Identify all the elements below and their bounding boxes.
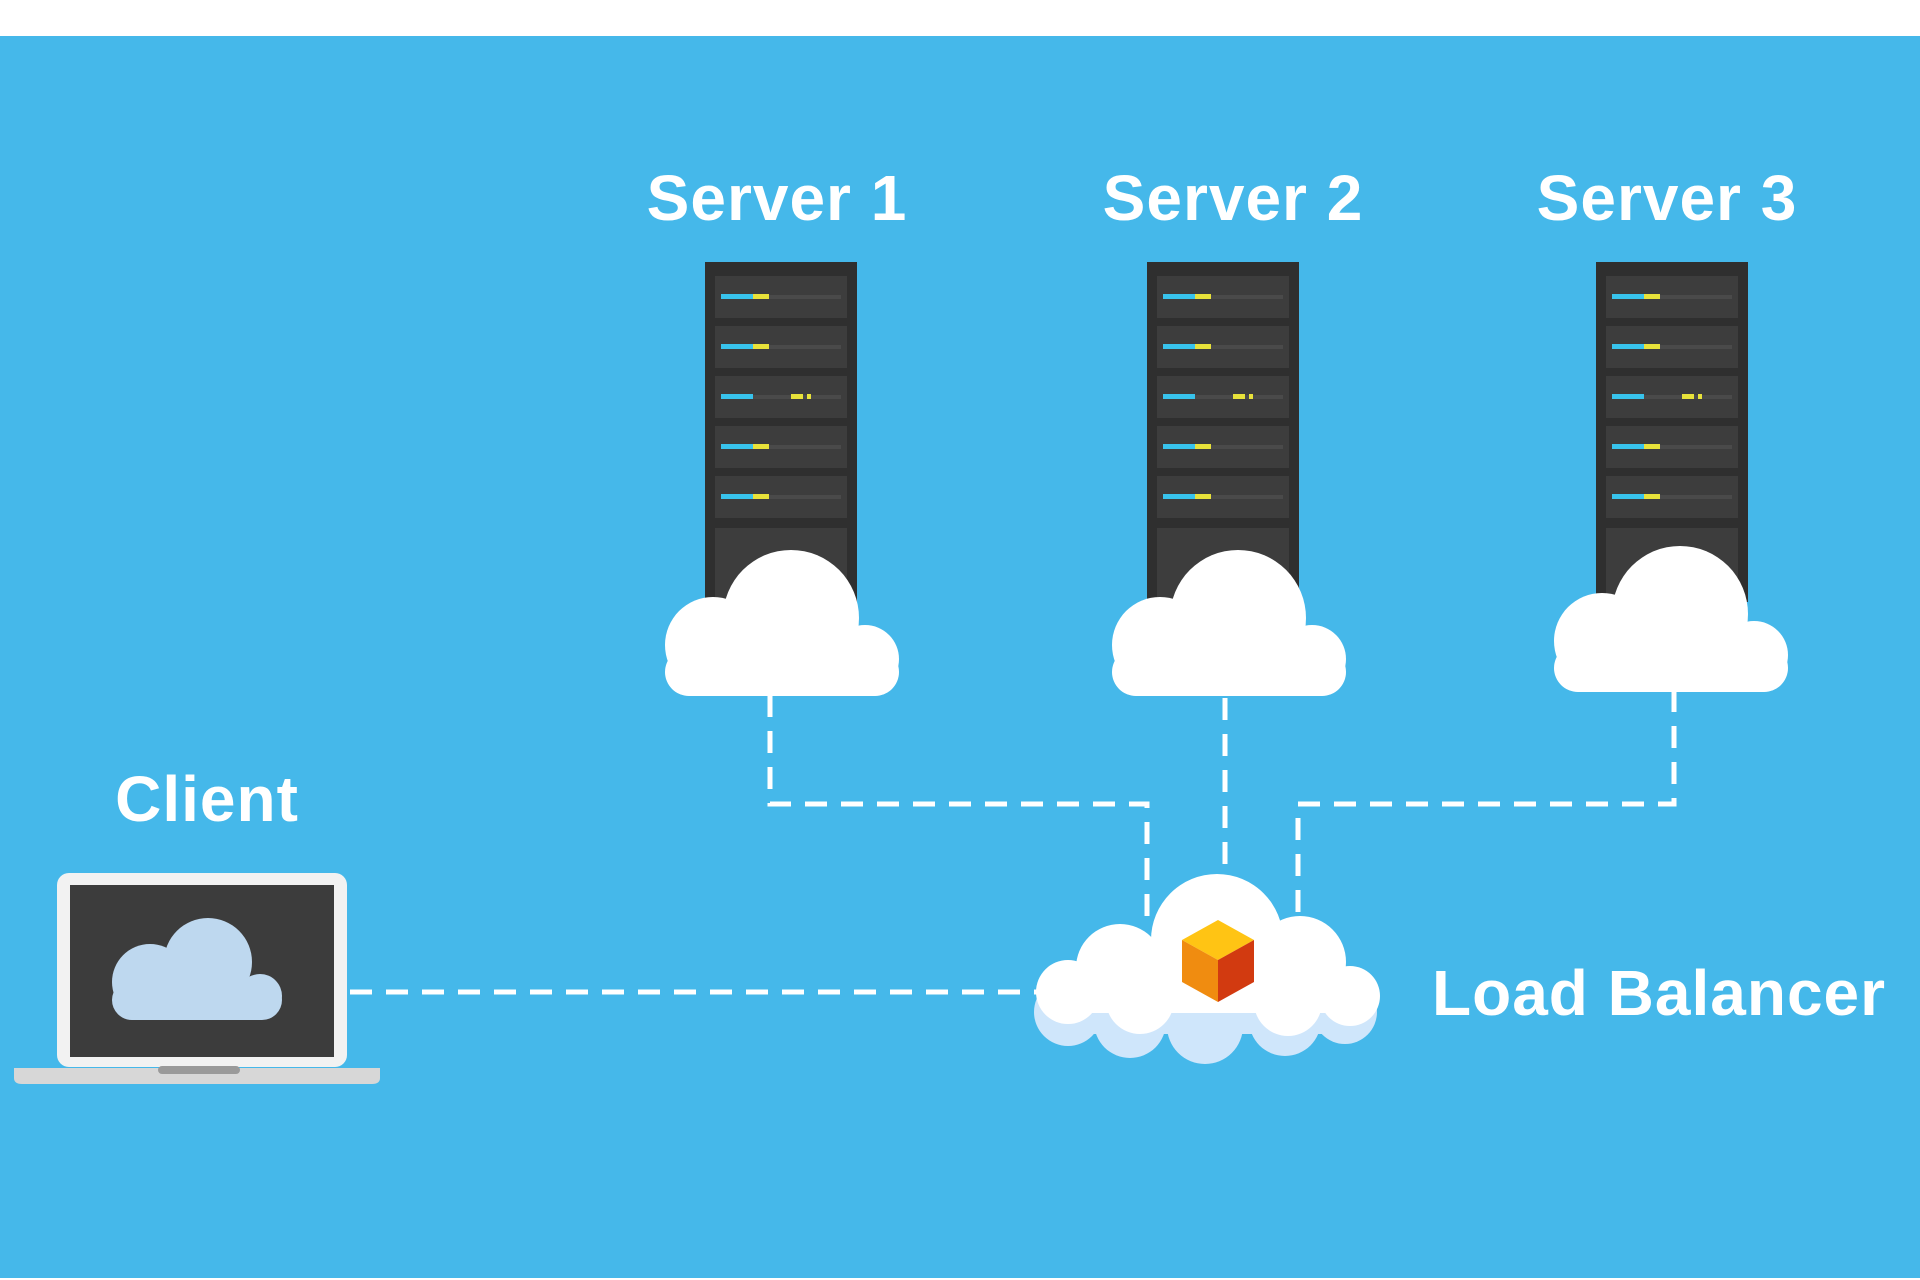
server-rack-icon: [1147, 262, 1299, 602]
status-led: [1612, 344, 1644, 349]
status-led: [753, 294, 769, 299]
server-racks: [705, 262, 1748, 602]
status-led: [721, 344, 753, 349]
cloud-icon: [1554, 546, 1788, 692]
cloud-icon: [665, 550, 899, 696]
status-led: [1644, 294, 1660, 299]
status-led: [1163, 394, 1195, 399]
status-led: [1195, 294, 1211, 299]
connector-server-1: [767, 695, 1150, 916]
server-1-label: Server 1: [647, 162, 908, 234]
status-led: [1612, 494, 1644, 499]
status-led: [1612, 444, 1644, 449]
status-led: [1644, 444, 1660, 449]
load-balancer-label: Load Balancer: [1432, 957, 1886, 1029]
status-led: [1195, 444, 1211, 449]
load-balancer-cloud-icon: [1034, 874, 1380, 1064]
status-led: [721, 444, 753, 449]
server-2-label: Server 2: [1103, 162, 1364, 234]
connector-server-3: [1295, 690, 1677, 916]
status-led: [1612, 394, 1644, 399]
status-led: [1163, 444, 1195, 449]
status-led: [1163, 494, 1195, 499]
status-led: [721, 294, 753, 299]
status-led: [721, 394, 753, 399]
status-led: [1163, 344, 1195, 349]
status-led: [1644, 494, 1660, 499]
cloud-icon: [1112, 550, 1346, 696]
status-led: [1612, 294, 1644, 299]
status-led: [753, 494, 769, 499]
cloud-icon: [112, 918, 282, 1020]
connectors: [350, 690, 1677, 995]
client-label: Client: [115, 763, 299, 835]
cube-icon: [1182, 920, 1254, 1002]
status-led: [753, 344, 769, 349]
status-led: [1163, 294, 1195, 299]
laptop-icon: [14, 873, 380, 1084]
status-led: [721, 494, 753, 499]
status-led: [1644, 344, 1660, 349]
server-3-label: Server 3: [1537, 162, 1798, 234]
status-led: [753, 444, 769, 449]
server-clouds: [665, 546, 1788, 696]
status-led: [1195, 344, 1211, 349]
status-led: [1195, 494, 1211, 499]
